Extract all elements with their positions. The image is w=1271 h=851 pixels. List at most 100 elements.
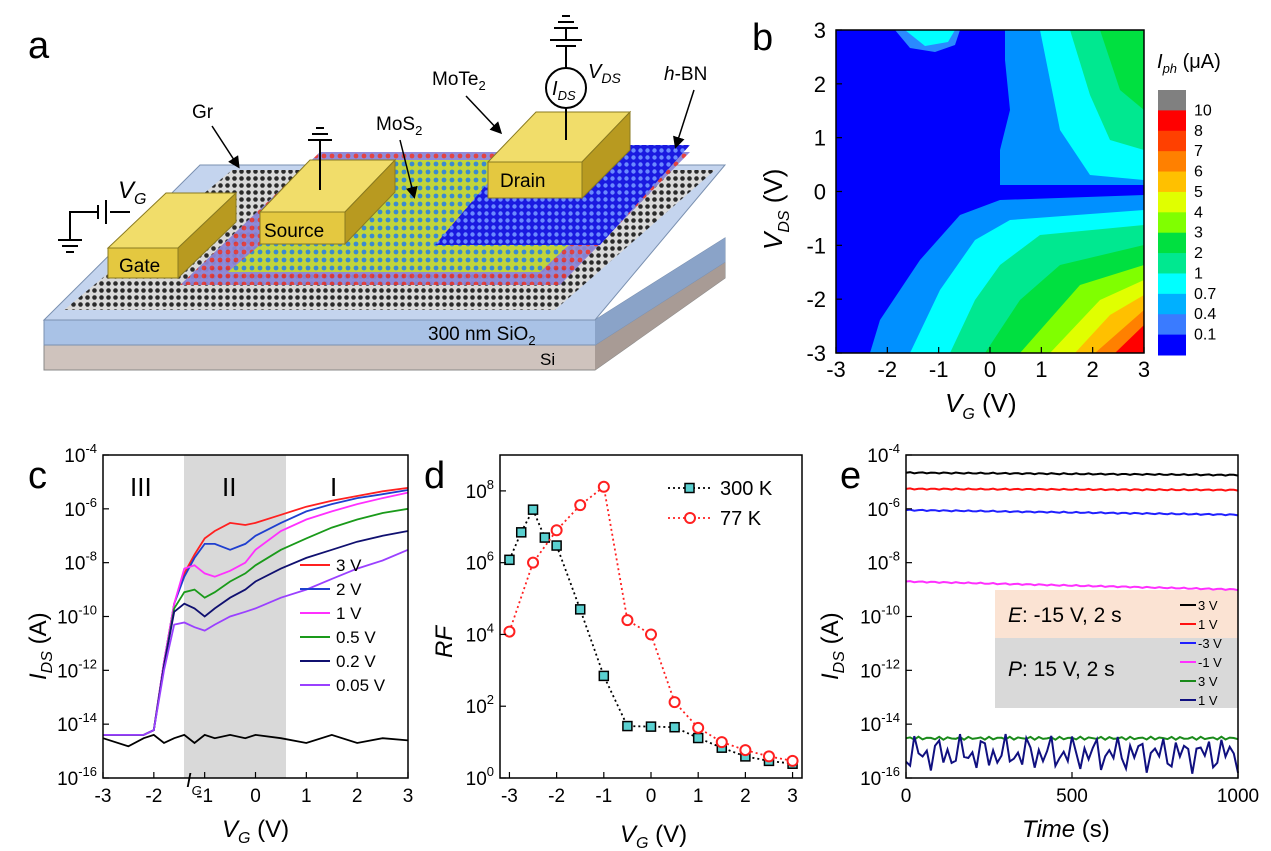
- c-series-line: [103, 548, 409, 736]
- e-legend-label: 1 V: [1198, 617, 1218, 632]
- c-xtick-label: 2: [352, 786, 363, 807]
- e-ytick-label: 10-6: [867, 495, 900, 521]
- c-ytick-label: 10-14: [57, 710, 97, 736]
- d-point-77k: [527, 556, 540, 569]
- b-xtick-label: 0: [984, 357, 996, 382]
- d-point-300k: [669, 721, 680, 733]
- e-ytick-label: 10-10: [860, 603, 900, 629]
- d-legend-marker: [684, 512, 696, 524]
- si-side: [595, 262, 725, 370]
- panel-d-legend: 300 K77 K: [668, 478, 773, 530]
- e-xtick-label: 500: [1056, 786, 1088, 807]
- region-label-iii: III: [130, 472, 152, 502]
- d-point-77k: [645, 628, 657, 641]
- colorbar-tick-label: 8: [1194, 123, 1203, 140]
- panel-d-xlabel: VG (V): [620, 821, 687, 851]
- d-point-300k: [598, 670, 610, 682]
- c-legend-label: 0.2 V: [336, 652, 376, 671]
- panel-label-d: d: [424, 455, 445, 497]
- panel-label-a: a: [28, 25, 50, 67]
- c-ytick-label: 10-16: [57, 764, 97, 790]
- d-xtick-label: -3: [501, 786, 518, 807]
- b-xtick-label: -3: [826, 357, 846, 382]
- e-ytick-label: 10-12: [860, 656, 900, 682]
- c-xtick-label: -1: [196, 786, 213, 807]
- mos2-label: MoS2: [376, 114, 422, 138]
- c-xtick-label: -2: [145, 786, 162, 807]
- b-xtick-label: 3: [1138, 357, 1150, 382]
- c-series-line: [102, 733, 409, 748]
- c-legend-label: 3 V: [336, 556, 362, 575]
- d-legend-label: 77 K: [720, 508, 762, 530]
- d-point-300k: [692, 732, 704, 744]
- colorbar-tick-label: 10: [1194, 102, 1212, 119]
- panel-label-b: b: [752, 17, 773, 59]
- d-point-300k: [504, 554, 515, 566]
- d-ytick-label: 106: [466, 549, 494, 575]
- d-point-300k: [551, 540, 562, 551]
- region-ii-shading: [184, 455, 286, 778]
- source-electrode: Source: [258, 158, 397, 246]
- e-xtick-label: 1000: [1217, 786, 1259, 807]
- colorbar-tick-label: 0.4: [1194, 306, 1216, 323]
- colorbar-tick-label: 2: [1194, 245, 1203, 262]
- colorbar-swatch: [1158, 212, 1186, 234]
- erase-box: [995, 590, 1238, 638]
- c-xtick-label: -3: [95, 786, 112, 807]
- colorbar-title: Iph (μA): [1157, 51, 1221, 76]
- b-ytick-label: 2: [814, 72, 826, 97]
- b-ytick-label: 1: [814, 126, 826, 151]
- c-legend-label: 1 V: [336, 604, 362, 623]
- drain-label: Drain: [500, 171, 545, 192]
- e-series-line: [905, 487, 1239, 492]
- d-point-77k: [762, 750, 775, 763]
- colorbar-swatch: [1158, 253, 1186, 274]
- colorbar-swatch: [1158, 110, 1186, 132]
- d-point-77k: [692, 721, 705, 734]
- d-point-77k: [739, 744, 752, 757]
- d-point-300k: [645, 721, 657, 732]
- b-xtick-label: -1: [929, 357, 949, 382]
- panel-d-ylabel: RF: [431, 625, 458, 658]
- e-legend-label: -3 V: [1198, 636, 1222, 651]
- panel-label-c: c: [28, 455, 47, 497]
- sio2-label: 300 nm SiO2: [428, 324, 536, 348]
- panel-d-series: [503, 480, 799, 769]
- c-ytick-label: 10-4: [64, 441, 97, 467]
- e-series-line: [905, 508, 1239, 517]
- e-ytick-label: 10-4: [867, 441, 900, 467]
- d-point-300k: [539, 532, 551, 543]
- gr-label: Gr: [192, 102, 214, 123]
- colorbar-swatch: [1158, 314, 1186, 336]
- d-point-300k: [527, 504, 539, 515]
- drain-circuit: [545, 15, 587, 140]
- d-series-line: [508, 507, 793, 765]
- vg-symbol: VG: [118, 177, 146, 208]
- source-ground: [308, 127, 332, 190]
- d-point-77k: [503, 625, 516, 638]
- d-xtick-label: -2: [548, 786, 565, 807]
- colorbar-swatch: [1158, 130, 1186, 152]
- d-point-77k: [786, 754, 799, 767]
- colorbar-tick-label: 6: [1194, 164, 1203, 181]
- colorbar-swatch: [1158, 273, 1186, 295]
- panel-a: a Gate Source: [28, 15, 727, 371]
- e-ytick-label: 10-14: [860, 710, 900, 736]
- c-legend-label: 2 V: [336, 580, 362, 599]
- panel-e-ylabel: IDS (A): [817, 612, 848, 680]
- c-legend-label: 0.5 V: [336, 628, 376, 647]
- panel-label-e: e: [840, 455, 861, 497]
- region-label-ii: II: [222, 472, 236, 502]
- colorbar-swatch: [1158, 191, 1186, 213]
- colorbar-swatch: [1158, 293, 1186, 315]
- e-legend-label: -1 V: [1198, 655, 1222, 670]
- colorbar-tick-label: 0.1: [1194, 327, 1216, 344]
- panel-b-ylabel: VDS (V): [758, 169, 793, 250]
